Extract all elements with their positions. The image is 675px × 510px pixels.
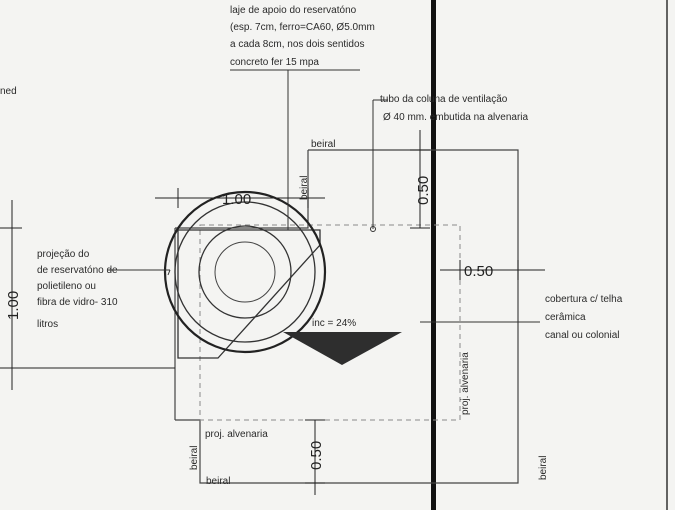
tank-inner-circle xyxy=(214,241,276,303)
tank-note-line: de reservatóno de xyxy=(37,265,118,276)
laje-note-line: a cada 8cm, nos dois sentidos xyxy=(230,39,365,50)
tank-leader-hook xyxy=(167,269,171,276)
beiral-bottom-left-label: beiral xyxy=(189,446,200,470)
tank-rim-circle xyxy=(174,201,316,343)
tank-note-line: projeção do xyxy=(37,249,90,260)
edge-fragment-text: ned xyxy=(0,86,17,97)
scan-fold-line xyxy=(431,0,436,510)
dim-eave-top: 0.50 xyxy=(415,176,432,205)
beiral-right-label: beiral xyxy=(538,456,549,480)
laje-note-line: (esp. 7cm, ferro=CA60, Ø5.0mm xyxy=(230,22,375,33)
dim-tank-height: 1.00 xyxy=(5,291,22,320)
beiral-bottom-label: beiral xyxy=(206,476,230,487)
roof-outline-notch xyxy=(175,150,309,229)
tank-note-line: polietileno ou xyxy=(37,281,96,292)
tank-outer-circle xyxy=(163,190,327,354)
beiral-left-label: beiral xyxy=(299,176,310,200)
roof-outline xyxy=(199,149,519,484)
proj-alvenaria-vertical-label: proj. alvenaria xyxy=(460,352,471,415)
proj-alvenaria-label: proj. alvenaria xyxy=(205,429,268,440)
tank-lid-circle xyxy=(198,225,292,319)
laje-note-line: laje de apoio do reservatóno xyxy=(230,5,357,16)
vent-note-line: tubo da coluna de ventilação xyxy=(380,94,508,105)
cover-note-line: cobertura c/ telha xyxy=(545,294,623,305)
beiral-top-label: beiral xyxy=(311,139,335,150)
tank-note-line: litros xyxy=(37,319,58,330)
dim-eave-right: 0.50 xyxy=(464,263,493,280)
slope-arrow xyxy=(283,332,402,365)
vent-note-line: Ø 40 mm. embutida na alvenaria xyxy=(383,112,529,123)
wall-projection-dashed xyxy=(199,224,461,421)
tank-note-line: fibra de vidro- 310 xyxy=(37,297,118,308)
dim-tank-width: 1.00 xyxy=(222,191,251,208)
slope-label: inc = 24% xyxy=(312,318,356,329)
cover-note-line: cerâmica xyxy=(545,312,586,323)
cover-note-line: canal ou colonial xyxy=(545,330,620,341)
support-slab xyxy=(177,229,321,359)
laje-note-line: concreto fer 15 mpa xyxy=(230,57,319,68)
dim-eave-bottom: 0.50 xyxy=(308,441,325,470)
